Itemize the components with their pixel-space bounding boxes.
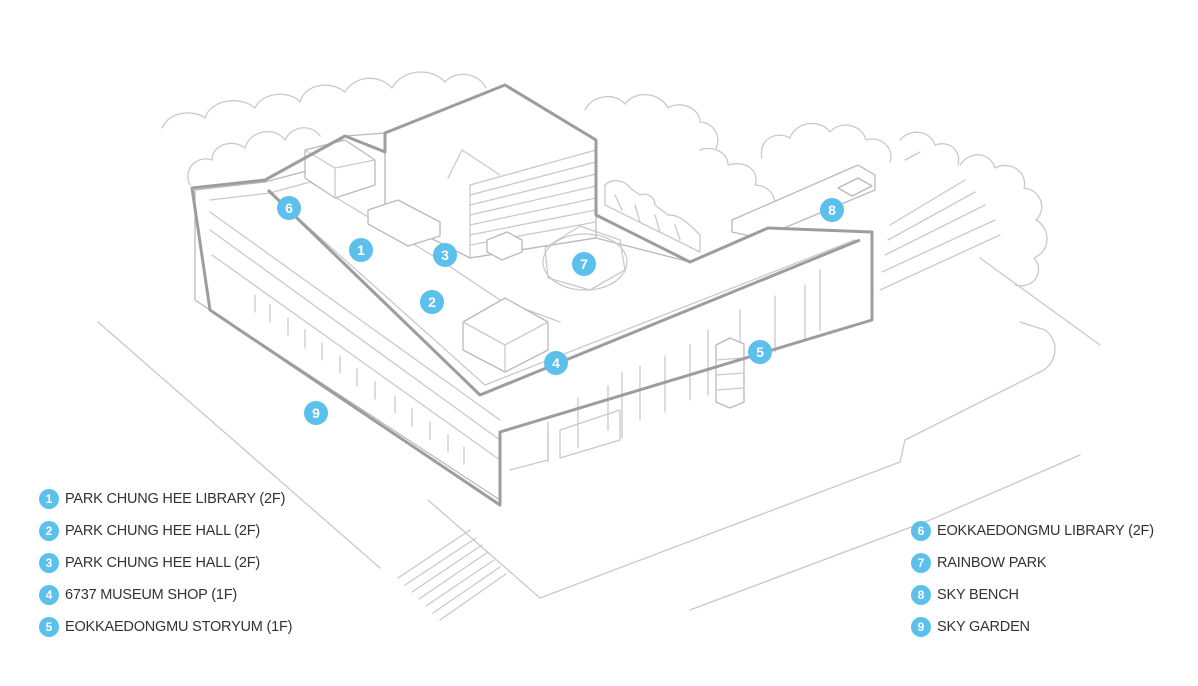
legend-badge: 4	[39, 585, 59, 605]
legend-item-7[interactable]: 7 RAINBOW PARK	[911, 552, 1154, 574]
svg-text:6: 6	[285, 200, 293, 216]
legend-label: EOKKAEDONGMU LIBRARY (2F)	[937, 523, 1154, 539]
legend-right: 6 EOKKAEDONGMU LIBRARY (2F) 7 RAINBOW PARK…	[911, 520, 1154, 648]
legend-badge: 9	[911, 617, 931, 637]
svg-text:7: 7	[580, 256, 588, 272]
marker-3[interactable]: 3	[433, 243, 457, 267]
legend-item-9[interactable]: 9 SKY GARDEN	[911, 616, 1154, 638]
legend-label: PARK CHUNG HEE HALL (2F)	[65, 523, 261, 539]
legend-item-4[interactable]: 4 6737 MUSEUM SHOP (1F)	[39, 584, 292, 606]
svg-text:1: 1	[357, 242, 365, 258]
svg-text:2: 2	[428, 294, 436, 310]
legend-label: SKY GARDEN	[937, 619, 1030, 635]
marker-9[interactable]: 9	[304, 401, 328, 425]
legend-badge: 2	[39, 521, 59, 541]
legend-item-2[interactable]: 2 PARK CHUNG HEE HALL (2F)	[39, 520, 292, 542]
legend-item-3[interactable]: 3 PARK CHUNG HEE HALL (2F)	[39, 552, 292, 574]
svg-text:8: 8	[828, 202, 836, 218]
legend-badge: 7	[911, 553, 931, 573]
marker-7[interactable]: 7	[572, 252, 596, 276]
marker-8[interactable]: 8	[820, 198, 844, 222]
svg-text:5: 5	[756, 344, 764, 360]
legend-label: EOKKAEDONGMU STORYUM (1F)	[65, 619, 293, 635]
svg-text:3: 3	[441, 247, 449, 263]
legend-label: 6737 MUSEUM SHOP (1F)	[65, 587, 237, 603]
tree-outlines	[161, 71, 1048, 287]
legend-badge: 5	[39, 617, 59, 637]
ground-outlines	[97, 151, 1101, 621]
legend-label: PARK CHUNG HEE HALL (2F)	[65, 555, 261, 571]
legend-item-6[interactable]: 6 EOKKAEDONGMU LIBRARY (2F)	[911, 520, 1154, 542]
legend-label: RAINBOW PARK	[937, 555, 1047, 571]
marker-6[interactable]: 6	[277, 196, 301, 220]
marker-4[interactable]: 4	[544, 351, 568, 375]
svg-text:4: 4	[552, 355, 560, 371]
legend-item-1[interactable]: 1 PARK CHUNG HEE LIBRARY (2F)	[39, 488, 292, 510]
marker-5[interactable]: 5	[748, 340, 772, 364]
legend-item-5[interactable]: 5 EOKKAEDONGMU STORYUM (1F)	[39, 616, 293, 638]
marker-2[interactable]: 2	[420, 290, 444, 314]
marker-1[interactable]: 1	[349, 238, 373, 262]
legend-label: SKY BENCH	[937, 587, 1019, 603]
main-building	[190, 83, 874, 507]
legend-badge: 8	[911, 585, 931, 605]
legend-badge: 3	[39, 553, 59, 573]
svg-text:9: 9	[312, 405, 320, 421]
legend-badge: 1	[39, 489, 59, 509]
legend-badge: 6	[911, 521, 931, 541]
legend-label: PARK CHUNG HEE LIBRARY (2F)	[65, 491, 286, 507]
legend-item-8[interactable]: 8 SKY BENCH	[911, 584, 1154, 606]
